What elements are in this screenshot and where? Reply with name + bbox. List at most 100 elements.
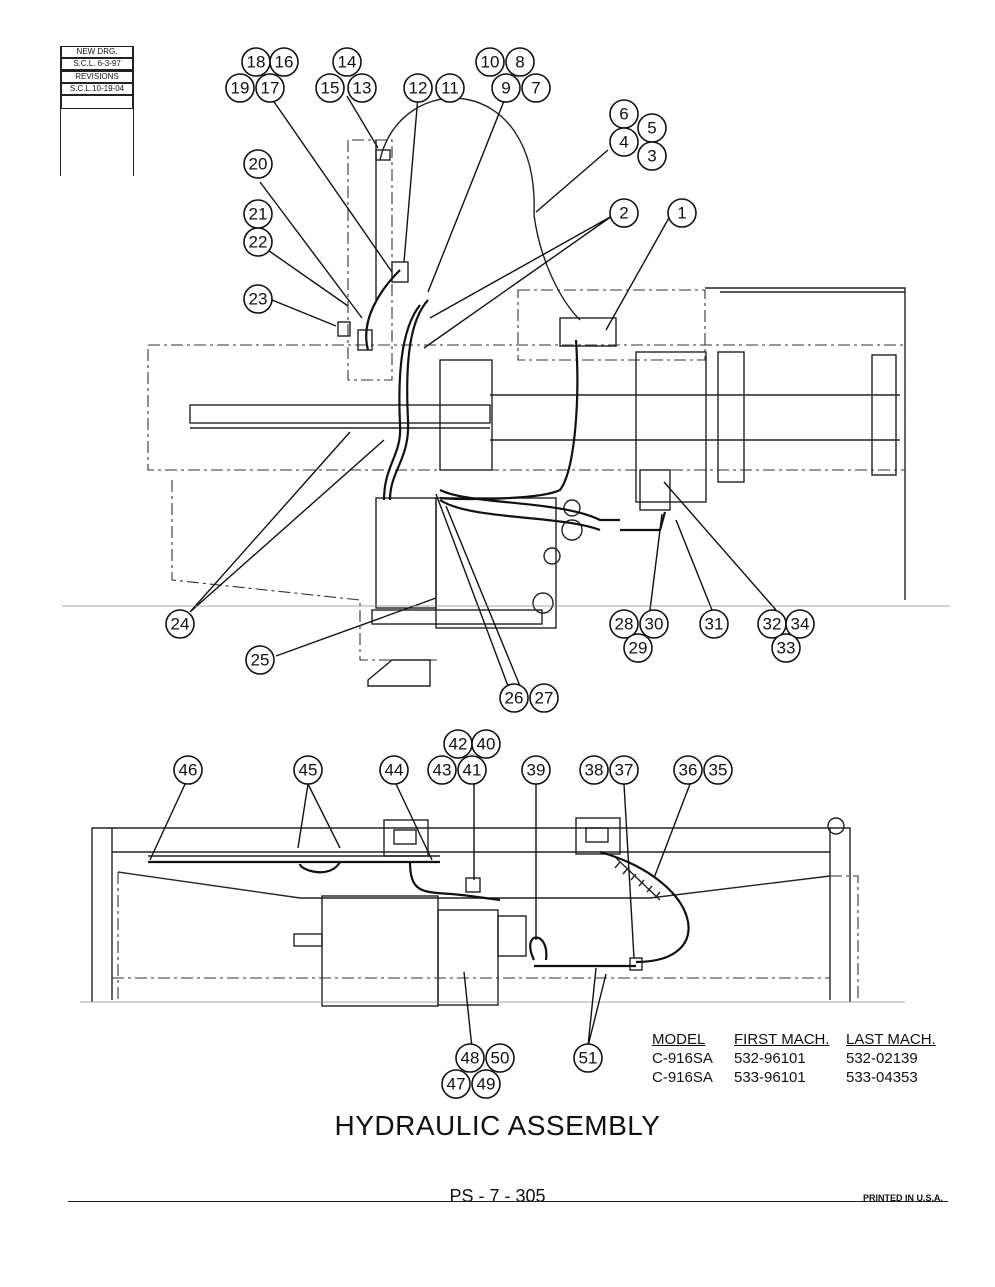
callout-number: 9 [501, 79, 510, 98]
table-underside [117, 871, 831, 899]
callout-bubble: 7 [521, 73, 551, 103]
hydraulic-tank [435, 497, 557, 629]
valve-block [559, 317, 617, 347]
page-title: HYDRAULIC ASSEMBLY [334, 1110, 661, 1141]
callout-number: 51 [579, 1049, 598, 1068]
callout-bubble: 23 [243, 284, 273, 314]
housing-outline [517, 289, 706, 361]
callout-number: 22 [249, 233, 268, 252]
callout-bubble: 16 [269, 47, 299, 77]
leader-line [297, 783, 341, 849]
callout-bubble: 47 [441, 1069, 471, 1099]
callout-number: 39 [527, 761, 546, 780]
callout-bubble: 36 [673, 755, 703, 785]
callout-bubble: 30 [639, 609, 669, 639]
leader-line [189, 431, 385, 613]
callout-number: 18 [247, 53, 266, 72]
callout-bubble: 6 [609, 99, 639, 129]
hose [388, 299, 429, 501]
callout-number: 27 [535, 689, 554, 708]
callout-number: 30 [645, 615, 664, 634]
callout-bubble: 27 [529, 683, 559, 713]
revision-row-empty [61, 95, 133, 109]
callout-bubble: 33 [771, 633, 801, 663]
callout-number: 47 [447, 1075, 466, 1094]
leader-line [269, 95, 393, 273]
callout-number: 24 [171, 615, 190, 634]
callout-bubble: 43 [427, 755, 457, 785]
callout-number: 4 [619, 133, 628, 152]
lower-view-machine [80, 817, 905, 1007]
callout-bubble: 24 [165, 609, 195, 639]
vise-plate [717, 351, 745, 483]
callout-bubble: 19 [225, 73, 255, 103]
leader-line [435, 493, 521, 687]
revision-block: NEW DRG. S.C.L. 6-3-97 REVISIONS S.C.L.1… [60, 46, 134, 176]
callout-bubble: 34 [785, 609, 815, 639]
vise-cylinder-block [639, 469, 671, 511]
header-model: MODEL [652, 1031, 706, 1048]
callout-number: 35 [709, 761, 728, 780]
callouts-lower: 42 40 43 41 46 45 44 39 38 37 36 35 48 5… [173, 729, 733, 1099]
hose [599, 850, 690, 964]
callout-bubble: 17 [255, 73, 285, 103]
cell-first-mach: 533-96101 [734, 1069, 806, 1086]
callout-number: 28 [615, 615, 634, 634]
callout-number: 29 [629, 639, 648, 658]
column-outline [347, 139, 393, 381]
callout-bubble: 9 [491, 73, 521, 103]
leader-line [261, 245, 349, 307]
hose [439, 489, 620, 522]
callout-number: 33 [777, 639, 796, 658]
callout-number: 43 [433, 761, 452, 780]
callout-number: 2 [619, 204, 628, 223]
header-first-mach: FIRST MACH. [734, 1031, 830, 1048]
revision-row: NEW DRG. [61, 46, 133, 58]
callout-bubble: 15 [315, 73, 345, 103]
callout-number: 3 [647, 147, 656, 166]
hose [439, 339, 579, 501]
leader-line [346, 95, 379, 149]
pump-housing [321, 895, 439, 1007]
table-row: C-916SA 532-96101 532-02139 [652, 1050, 948, 1069]
callout-number: 8 [515, 53, 524, 72]
leader-line [675, 519, 713, 611]
callout-number: 15 [321, 79, 340, 98]
callout-bubble: 42 [443, 729, 473, 759]
leader-line [535, 149, 609, 213]
callout-number: 16 [275, 53, 294, 72]
callout-bubble: 12 [403, 73, 433, 103]
callout-bubble: 8 [505, 47, 535, 77]
callout-number: 36 [679, 761, 698, 780]
callout-bubble: 11 [435, 73, 465, 103]
callout-bubble: 5 [637, 113, 667, 143]
elbow-fitting [543, 547, 561, 565]
hose [365, 269, 401, 351]
leader-lines-lower [149, 781, 691, 1049]
callout-number: 42 [449, 735, 468, 754]
model-table: MODEL FIRST MACH. LAST MACH. C-916SA 532… [652, 1031, 948, 1088]
leader-line [403, 95, 419, 263]
leader-line [427, 95, 507, 293]
cell-model: C-916SA [652, 1069, 713, 1086]
vise-jaw-right [635, 351, 707, 503]
callout-bubble: 29 [623, 633, 653, 663]
printed-note: PRINTED IN U.S.A. [862, 1193, 943, 1203]
base-beam [371, 609, 543, 625]
leveling-foot [367, 659, 431, 687]
leader-line [663, 481, 777, 611]
control-box [575, 817, 621, 855]
leader-line [587, 967, 607, 1047]
callout-bubble: 50 [485, 1043, 515, 1073]
leader-line [605, 215, 671, 331]
cell-first-mach: 532-96101 [734, 1050, 806, 1067]
callout-number: 37 [615, 761, 634, 780]
table-outline [147, 344, 906, 471]
right-frame [705, 287, 906, 600]
callout-number: 7 [531, 79, 540, 98]
cell-model: C-916SA [652, 1050, 713, 1067]
callout-bubble: 37 [609, 755, 639, 785]
elbow-fitting [563, 499, 581, 517]
cell-last-mach: 532-02139 [846, 1050, 918, 1067]
